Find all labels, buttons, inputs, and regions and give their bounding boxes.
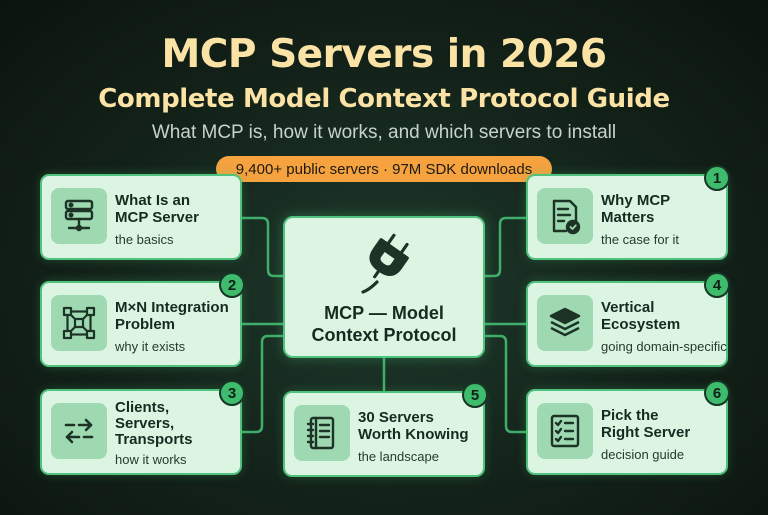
page-tagline: What MCP is, how it works, and which ser… [151, 122, 617, 143]
arrows-exchange-icon [51, 403, 107, 459]
document-check-icon [537, 188, 593, 244]
page-subtitle: Complete Model Context Protocol Guide [98, 84, 670, 114]
notebook-icon [294, 405, 350, 461]
network-grid-icon [51, 295, 107, 351]
server-stack-icon [51, 188, 107, 244]
card-pick-the-right-server[interactable]: Pick the Right Server decision guide [526, 389, 728, 475]
card-what-is-mcp-server[interactable]: What Is an MCP Server the basics [40, 174, 242, 260]
step-number-badge: 4 [704, 272, 730, 298]
card-subtitle: why it exists [115, 339, 186, 354]
center-card-mcp[interactable]: MCP — Model Context Protocol [283, 216, 485, 358]
card-vertical-ecosystem[interactable]: Vertical Ecosystem going domain-specific [526, 281, 728, 367]
card-title: Pick the Right Server [601, 407, 691, 441]
card-why-mcp-matters[interactable]: Why MCP Matters the case for it [526, 174, 728, 260]
card-title: Why MCP Matters [601, 192, 671, 226]
card-30-servers-worth-knowing[interactable]: 30 Servers Worth Knowing the landscape [283, 391, 485, 477]
connector-clients [240, 334, 285, 434]
step-number-badge: 6 [704, 380, 730, 406]
stats-badge: 9,400+ public servers · 97M SDK download… [216, 156, 552, 182]
card-subtitle: how it works [115, 452, 187, 467]
checklist-icon [537, 403, 593, 459]
step-number-badge: 3 [219, 380, 245, 406]
page-title: MCP Servers in 2026 [161, 32, 607, 77]
step-number-badge: 2 [219, 272, 245, 298]
connector-pick [483, 334, 528, 434]
step-number-badge: 5 [462, 382, 488, 408]
card-subtitle: going domain-specific [601, 339, 727, 354]
center-title: MCP — Model Context Protocol [311, 303, 457, 345]
layers-icon [537, 295, 593, 351]
card-title: Clients, Servers, Transports [115, 399, 193, 448]
card-subtitle: decision guide [601, 447, 685, 462]
card-subtitle: the landscape [358, 449, 439, 464]
connector-what-is [240, 216, 285, 278]
card-title: M×N Integration Problem [115, 299, 229, 333]
connector-why [483, 216, 528, 278]
card-subtitle: the case for it [601, 232, 680, 247]
step-number-badge: 1 [704, 165, 730, 191]
card-subtitle: the basics [115, 232, 174, 247]
card-title: Vertical Ecosystem [601, 299, 681, 333]
card-mxn-integration-problem[interactable]: M×N Integration Problem why it exists [40, 281, 242, 367]
card-clients-servers-transports[interactable]: Clients, Servers, Transports how it work… [40, 389, 242, 475]
card-title: 30 Servers Worth Knowing [358, 409, 469, 443]
card-title: What Is an MCP Server [115, 192, 199, 226]
plug-icon [355, 232, 415, 296]
